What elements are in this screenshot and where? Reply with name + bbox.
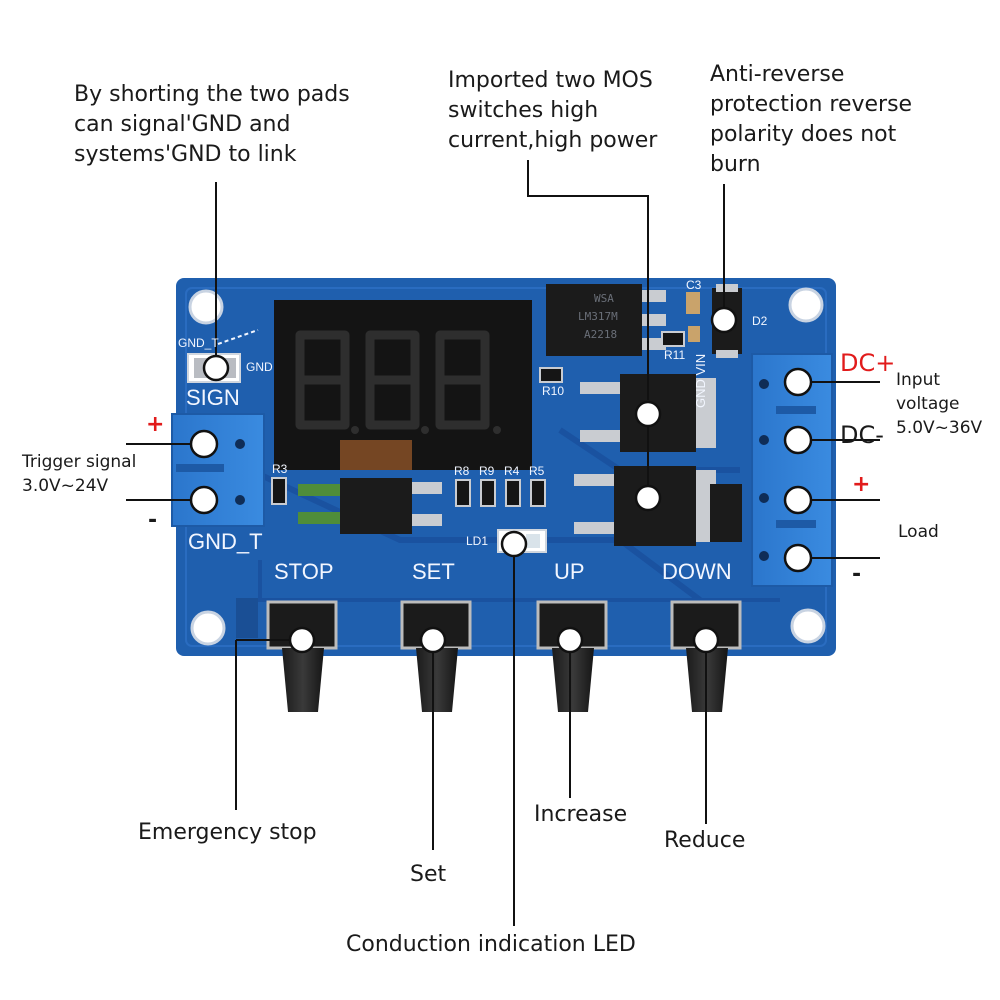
input-voltage-line-1: Input — [896, 370, 941, 390]
mos-line-2: switches high — [448, 98, 599, 123]
trigger-annotation: Trigger signal 3.0V~24V — [22, 450, 136, 498]
anti-reverse-line-3: polarity does not — [710, 122, 897, 147]
signal-gnd-line-3: systems'GND to link — [74, 142, 297, 167]
chip-line-3: A2218 — [584, 328, 618, 341]
silk-r9: R9 — [479, 464, 495, 478]
silk-c3: C3 — [686, 278, 702, 292]
trigger-minus: - — [148, 508, 158, 533]
silk-sign: SIGN — [186, 385, 240, 410]
display-digits — [295, 330, 490, 430]
input-voltage-line-2: voltage — [896, 394, 960, 414]
up-button[interactable] — [536, 600, 608, 712]
anti-reverse-line-1: Anti-reverse — [710, 62, 845, 87]
load-label: Load — [898, 522, 939, 542]
chip-line-2: LM317M — [578, 310, 618, 323]
mos-line-1: Imported two MOS — [448, 68, 653, 93]
trigger-plus: + — [146, 412, 165, 437]
silk-ld1: LD1 — [466, 534, 489, 548]
chip-line-1: WSA — [594, 292, 614, 305]
signal-gnd-line-1: By shorting the two pads — [74, 82, 350, 107]
anti-reverse-annotation: Anti-reverse protection reverse polarity… — [710, 60, 912, 180]
mounting-holes — [188, 287, 826, 646]
mos-annotation: Imported two MOS switches high current,h… — [448, 66, 657, 156]
silk-r10: R10 — [542, 384, 565, 398]
silk-set: SET — [412, 559, 455, 584]
silk-gnd-t-top: GND_T — [178, 336, 219, 350]
silk-stop: STOP — [274, 559, 334, 584]
signal-gnd-annotation: By shorting the two pads can signal'GND … — [74, 80, 350, 170]
silk-d2: D2 — [752, 314, 768, 328]
input-voltage-line-3: 5.0V~36V — [896, 418, 983, 438]
smd-resistors — [271, 331, 685, 507]
emergency-stop-label: Emergency stop — [138, 820, 317, 845]
capacitor-c3 — [686, 292, 700, 314]
silk-r8: R8 — [454, 464, 470, 478]
dc-plus-label: DC+ — [840, 349, 896, 377]
reduce-label: Reduce — [664, 828, 746, 853]
silk-r11: R11 — [664, 348, 686, 362]
anti-reverse-line-4: burn — [710, 152, 761, 177]
callout-markers — [189, 306, 813, 654]
optocoupler — [340, 478, 412, 534]
signal-gnd-line-2: can signal'GND and — [74, 112, 291, 137]
diode-load — [710, 484, 742, 542]
silk-gnd-vin: GND VIN — [693, 353, 708, 408]
increase-label: Increase — [534, 802, 628, 827]
set-label: Set — [410, 862, 447, 887]
load-minus: - — [852, 562, 862, 587]
trigger-terminal — [171, 413, 265, 527]
mos-line-3: current,high power — [448, 128, 658, 153]
trigger-line-2: 3.0V~24V — [22, 476, 109, 496]
silk-r5: R5 — [529, 464, 545, 478]
stop-button[interactable] — [266, 600, 338, 712]
leader-lines — [126, 160, 880, 926]
silk-r4: R4 — [504, 464, 520, 478]
trigger-line-1: Trigger signal — [22, 452, 137, 472]
led-label: Conduction indication LED — [346, 932, 636, 957]
silk-gnd-side: GND — [246, 360, 273, 374]
silk-r3: R3 — [272, 462, 288, 476]
set-button[interactable] — [400, 600, 472, 712]
silk-up: UP — [554, 559, 585, 584]
anti-reverse-line-2: protection reverse — [710, 92, 913, 117]
input-voltage-annotation: Input voltage 5.0V~36V — [896, 368, 982, 440]
silk-down: DOWN — [662, 559, 732, 584]
silk-gnd-t: GND_T — [188, 529, 263, 554]
load-plus: + — [852, 472, 871, 497]
regulator-chip — [546, 284, 642, 356]
dc-minus-label: DC- — [840, 421, 884, 449]
